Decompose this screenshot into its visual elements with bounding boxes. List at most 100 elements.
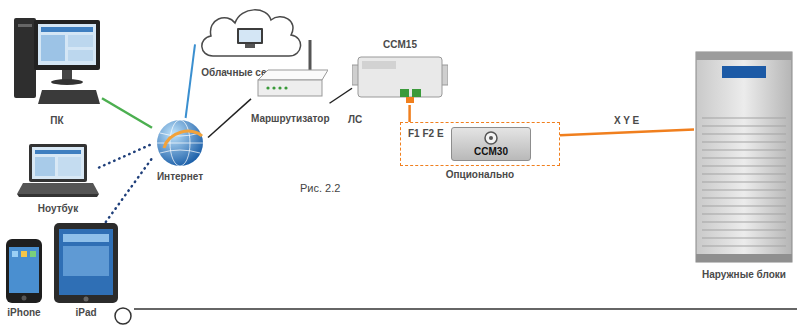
outdoor-unit [694, 48, 794, 266]
rect-shape [237, 28, 263, 44]
ellipse-shape [51, 79, 83, 85]
internet-globe-node: Интернет [152, 118, 208, 183]
rect-shape [29, 144, 87, 182]
g-shape [702, 118, 786, 246]
line-shape [157, 143, 203, 144]
gateway-device-node: CCM15 [352, 38, 448, 105]
circle-shape [22, 296, 27, 301]
rect-shape [63, 246, 109, 276]
rect-shape [362, 61, 396, 69]
rect-shape [400, 89, 409, 97]
circle-shape [489, 136, 493, 140]
phone-icon [5, 238, 43, 304]
circle-shape [273, 86, 276, 89]
line-shape [309, 40, 312, 72]
node-label: Интернет [157, 170, 203, 183]
connector-line [408, 105, 411, 122]
laptop-icon [17, 142, 99, 200]
controller-device: CCM30 [451, 127, 531, 161]
line-shape [702, 126, 786, 127]
rect-shape [35, 150, 81, 154]
node-label: Опционально [401, 168, 559, 181]
terminal-label: F1 F2 E [406, 127, 446, 140]
connector-line [208, 99, 251, 138]
line-shape [702, 166, 786, 167]
connector-line [106, 158, 152, 222]
rect-shape [54, 223, 118, 303]
rect-shape [68, 35, 93, 47]
line-shape [702, 118, 786, 119]
rect-shape [34, 20, 100, 70]
rect-shape [722, 66, 766, 78]
rect-shape [35, 157, 55, 176]
rect-shape [245, 44, 255, 48]
rect-shape [41, 35, 65, 61]
connector-line [99, 144, 152, 168]
circle-shape [267, 86, 270, 89]
line-shape [702, 238, 786, 239]
rect-shape [38, 24, 96, 65]
line-shape [702, 214, 786, 215]
polygon-shape [17, 183, 99, 194]
figure-caption: Рис. 2.2 [300, 182, 340, 194]
gateway-device [352, 51, 448, 105]
tablet-icon-node: iPad [53, 222, 119, 319]
path-shape [202, 10, 301, 56]
connector-line [560, 130, 694, 136]
circle-shape [485, 132, 497, 144]
node-label: CCM15 [383, 38, 417, 51]
connector-line [186, 44, 195, 118]
rect-shape [63, 234, 109, 242]
circle-shape [157, 120, 203, 166]
node-label: Наружные блоки [702, 268, 786, 281]
pc-icon-node: ПК [12, 12, 102, 127]
polygon-shape [258, 70, 328, 80]
rect-shape [32, 147, 84, 179]
circle-shape [285, 86, 288, 89]
polygon-shape [17, 194, 99, 197]
rect-shape [59, 229, 113, 295]
rect-shape [41, 27, 93, 32]
node-label: iPad [75, 306, 96, 319]
optional-box: ОпциональноCCM30F1 F2 E [400, 122, 560, 166]
rect-shape [62, 70, 72, 80]
phone-icon-node: iPhone [5, 238, 43, 319]
line-shape [702, 150, 786, 151]
cloud-servers [195, 2, 305, 64]
line-shape [702, 246, 786, 247]
line-shape [702, 190, 786, 191]
node-label: CCM30 [474, 146, 508, 158]
rect-shape [18, 24, 32, 27]
rule-line [134, 308, 797, 310]
router-icon [252, 38, 328, 110]
rect-shape [358, 57, 442, 97]
line-shape [702, 182, 786, 183]
rect-shape [68, 50, 93, 61]
rect-shape [12, 251, 18, 257]
polygon-shape [38, 90, 100, 104]
line-shape [702, 206, 786, 207]
pc-icon [12, 12, 102, 112]
rect-shape [696, 254, 792, 262]
node-label: Ноутбук [38, 202, 78, 215]
connector-line [330, 88, 352, 103]
line-shape [702, 230, 786, 231]
line-shape [702, 198, 786, 199]
outdoor-unit-node: Наружные блоки [694, 48, 794, 281]
rect-shape [9, 247, 39, 293]
circle-shape [279, 86, 282, 89]
node-label: Маршрутизатор [251, 112, 330, 125]
line-shape [702, 142, 786, 143]
edge-label: ЛС [346, 113, 364, 126]
internet-globe [152, 118, 208, 168]
router-icon-node: Маршрутизатор [251, 38, 330, 125]
bullet-circle [115, 308, 131, 324]
rect-shape [258, 80, 322, 96]
rect-shape [58, 157, 81, 176]
cloud-servers-node: Облачные серверы [195, 2, 305, 79]
rect-shape [30, 251, 36, 257]
node-label: iPhone [7, 306, 40, 319]
rect-shape [14, 18, 36, 98]
line-shape [702, 134, 786, 135]
rect-shape [6, 239, 42, 303]
